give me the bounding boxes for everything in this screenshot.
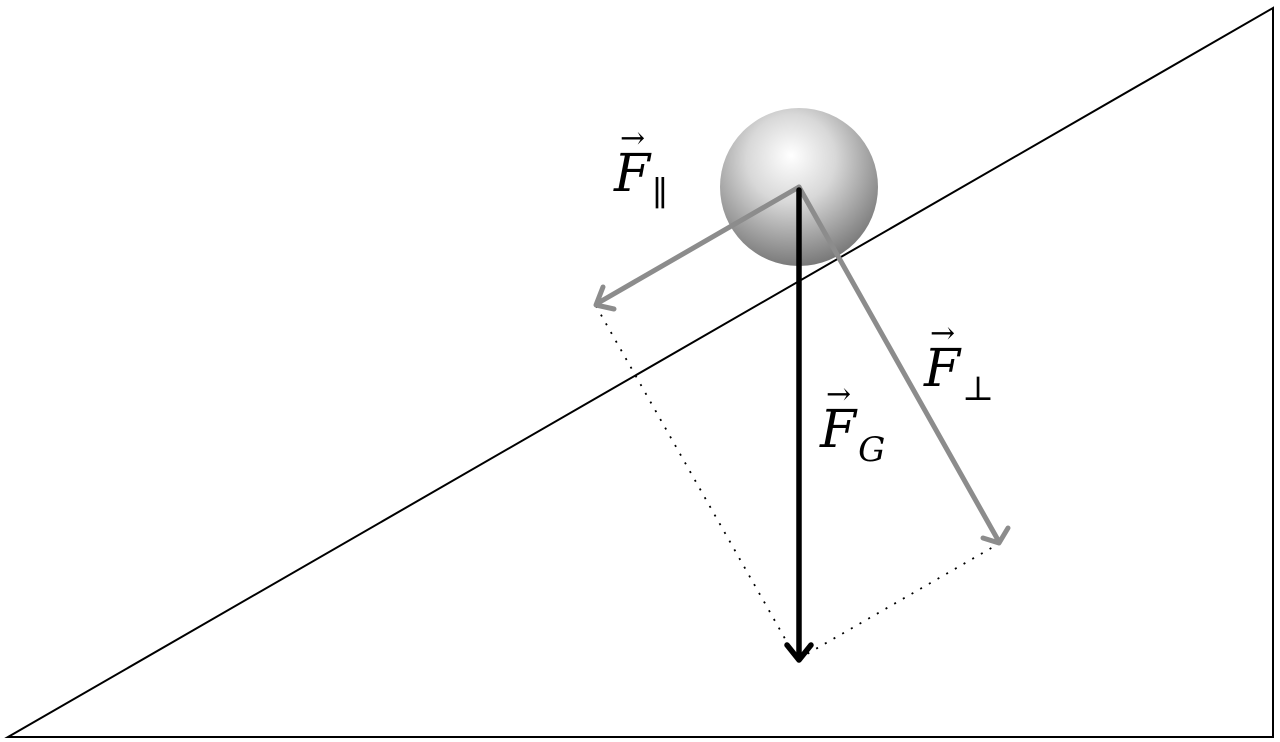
parallel-force-vector <box>593 184 802 312</box>
perpendicular-force-symbol: →F <box>924 316 961 399</box>
gravity-force-symbol: →F <box>820 377 857 460</box>
gravity-arrowhead <box>784 642 814 663</box>
perpendicular-force-label: →F ⊥ <box>924 316 994 407</box>
parallel-force-symbol: →F <box>614 121 651 204</box>
dotted-construction-line-left <box>595 305 797 659</box>
dotted-construction-line-right <box>799 542 1001 659</box>
perpendicular-force-vector <box>796 184 1011 546</box>
vector-arrow-icon: → <box>826 377 852 412</box>
perpendicular-force-subscript: ⊥ <box>962 369 995 409</box>
gravity-force-label: →F G <box>820 377 885 468</box>
parallel-arrowhead <box>593 284 617 312</box>
gravity-force-vector <box>784 187 814 663</box>
vector-arrow-icon: → <box>620 121 646 156</box>
vector-arrow-icon: → <box>930 316 956 351</box>
parallel-force-label: →F ∥ <box>614 121 668 212</box>
parallel-force-subscript: ∥ <box>652 174 668 214</box>
gravity-force-subscript: G <box>858 430 886 470</box>
perpendicular-arrowhead <box>980 525 1011 546</box>
inclined-plane <box>4 6 1274 738</box>
